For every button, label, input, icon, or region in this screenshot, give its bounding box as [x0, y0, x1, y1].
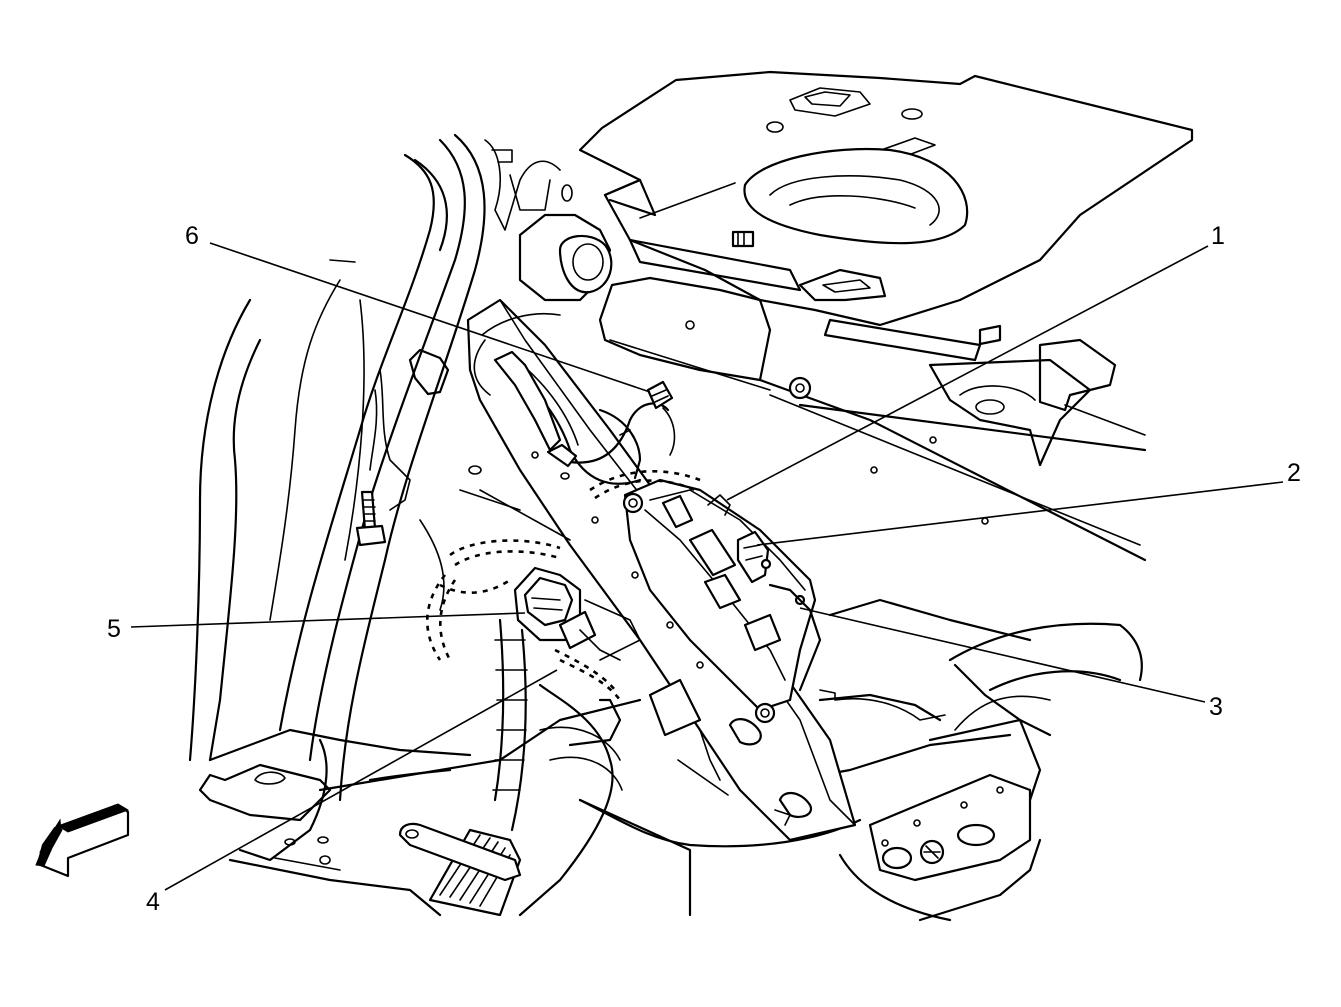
leader-line-6 — [209, 242, 651, 393]
front-direction-arrow-icon — [35, 803, 130, 878]
control-module — [622, 478, 822, 724]
callout-3: 3 — [1209, 693, 1223, 721]
rear-package-shelf — [578, 70, 1194, 327]
leader-line-4 — [164, 669, 558, 891]
leader-lines — [130, 242, 1284, 891]
leader-line-5 — [130, 612, 526, 628]
leader-line-3 — [799, 607, 1206, 703]
trunk-floor — [198, 598, 1143, 922]
callout-1: 1 — [1211, 222, 1225, 250]
callout-4: 4 — [146, 888, 160, 916]
leader-line-2 — [756, 481, 1284, 546]
callout-5: 5 — [107, 615, 121, 643]
callout-labels: 1 2 3 4 5 6 — [107, 222, 1301, 916]
callout-6: 6 — [185, 222, 199, 250]
leader-line-1 — [726, 245, 1209, 501]
rear-cross-member — [598, 268, 1147, 562]
wire-harness — [419, 312, 701, 832]
left-quarter-panel — [188, 133, 613, 802]
callout-2: 2 — [1287, 459, 1301, 487]
